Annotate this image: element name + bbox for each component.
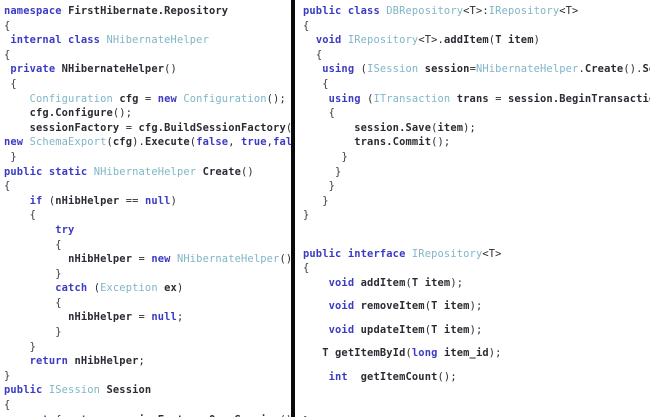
code-line: } xyxy=(303,414,650,417)
code-line: internal class NHibernateHelper xyxy=(10,34,209,47)
code-line: } xyxy=(322,194,329,207)
code-line: T getItemById(long item_id); xyxy=(322,347,502,360)
code-line-blank xyxy=(303,399,650,414)
code-line: public class DBRepository<T>:IRepository… xyxy=(303,5,579,17)
code-line: } xyxy=(55,326,62,339)
code-line: } xyxy=(10,150,17,163)
code-line: void IRepository<T>.addItem(T item) xyxy=(315,34,541,47)
code-line: try xyxy=(55,223,75,236)
code-line-blank xyxy=(303,314,650,323)
code-line: void updateItem(T item); xyxy=(328,323,483,336)
code-line: { xyxy=(303,19,310,32)
code-line: { xyxy=(322,77,329,90)
code-line: get { return sessionFactory.OpenSession(… xyxy=(4,413,291,417)
code-line: void removeItem(T item); xyxy=(328,300,483,313)
code-line: { xyxy=(55,296,62,309)
code-line: { xyxy=(315,48,323,61)
code-line: using (ISession session=NHibernateHelper… xyxy=(322,63,650,76)
code-line: } xyxy=(29,340,37,353)
code-line: { xyxy=(4,48,11,61)
code-line: sessionFactory = cfg.BuildSessionFactory… xyxy=(29,121,291,134)
code-line-blank xyxy=(303,290,650,299)
code-line: int getItemCount(); xyxy=(328,371,457,384)
right-code-pane: public class DBRepository<T>:IRepository… xyxy=(297,0,650,417)
code-line: void addItem(T item); xyxy=(328,276,464,289)
code-line-blank xyxy=(303,361,650,370)
code-line: catch (Exception ex) xyxy=(55,282,184,295)
code-line: } xyxy=(4,369,11,382)
code-line: public interface IRepository<T> xyxy=(303,247,502,260)
code-line: new SchemaExport(cfg).Execute(false, tru… xyxy=(4,136,291,149)
code-line: cfg.Configure(); xyxy=(29,107,133,120)
code-line: { xyxy=(4,399,11,412)
code-line: using (ITransaction trans = session.Begi… xyxy=(328,92,650,105)
code-line: } xyxy=(303,209,310,222)
code-line: nHibHelper = new NHibernateHelper(); xyxy=(68,253,291,266)
code-line: } xyxy=(335,165,342,178)
code-line: return nHibHelper; xyxy=(29,355,145,368)
pane-divider xyxy=(291,0,295,417)
code-line: public ISession Session xyxy=(4,384,152,397)
code-line: public static NHibernateHelper Create() xyxy=(4,165,254,178)
code-line: { xyxy=(303,262,310,275)
code-line-blank xyxy=(303,223,650,238)
code-line: } xyxy=(55,267,62,280)
code-line: } xyxy=(341,150,348,163)
code-line: Configuration cfg = new Configuration(); xyxy=(29,92,286,105)
code-line: if (nHibHelper == null) xyxy=(29,194,177,207)
code-line: { xyxy=(55,238,62,251)
right-code-block: public class DBRepository<T>:IRepository… xyxy=(303,4,650,417)
code-line: session.Save(item); xyxy=(354,121,476,134)
code-line-blank xyxy=(303,385,650,400)
left-code-pane: namespace FirstHibernate.Repository { in… xyxy=(0,0,291,417)
code-line: { xyxy=(29,209,37,222)
code-line: { xyxy=(328,107,336,120)
code-line: nHibHelper = null; xyxy=(68,311,184,324)
code-line: { xyxy=(4,180,11,193)
code-line: { xyxy=(4,19,11,32)
code-line: namespace FirstHibernate.Repository xyxy=(4,5,229,17)
code-line: { xyxy=(10,77,17,90)
code-line: private NHibernateHelper() xyxy=(10,63,177,76)
left-code-block: namespace FirstHibernate.Repository { in… xyxy=(4,4,291,417)
code-line-blank xyxy=(303,337,650,346)
code-line: } xyxy=(328,180,336,193)
code-line: trans.Commit(); xyxy=(354,136,451,149)
code-line-blank xyxy=(303,238,650,247)
